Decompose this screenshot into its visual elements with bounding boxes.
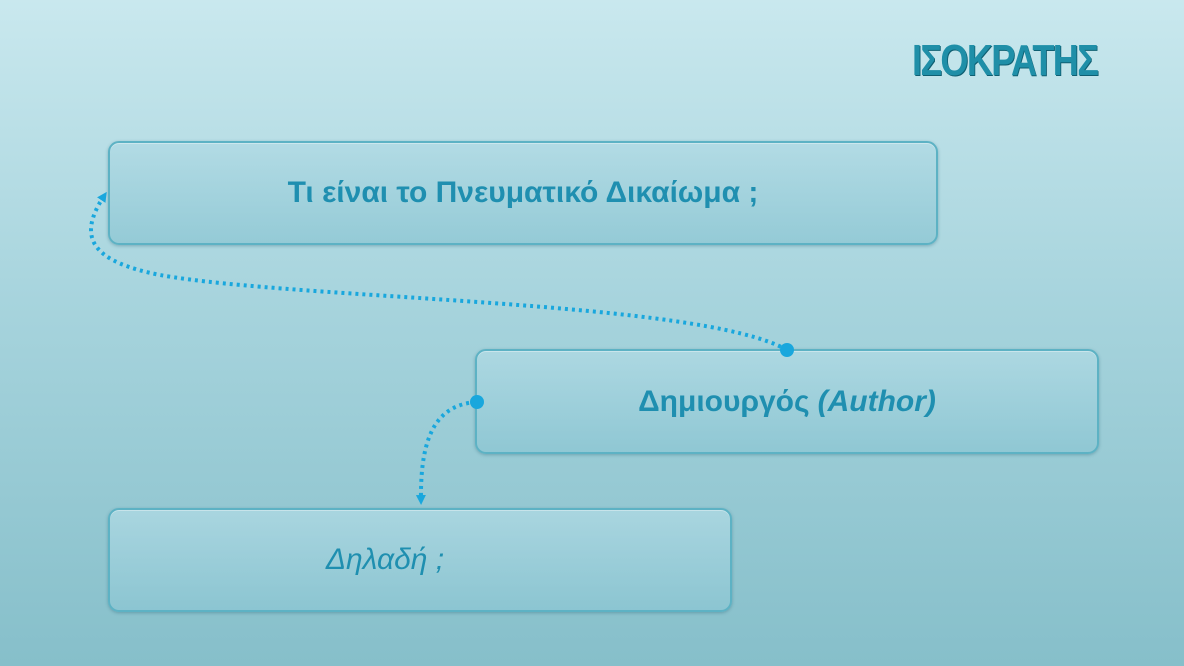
meaning-box: Δηλαδή ; — [108, 508, 732, 612]
isokratis-logo: ΙΣΟΚΡΑΤΗΣ — [912, 36, 1099, 85]
author-english-label: (Author) — [817, 384, 936, 418]
question-label: Τι είναι το Πνευματικό Δικαίωμα ; — [287, 176, 759, 209]
author-box: Δημιουργός (Author) — [475, 349, 1099, 454]
connector-author-to-meaning — [415, 400, 477, 505]
question-box: Τι είναι το Πνευματικό Δικαίωμα ; — [108, 141, 938, 245]
author-label: Δημιουργός — [638, 384, 810, 418]
meaning-label: Δηλαδή ; — [325, 543, 445, 576]
